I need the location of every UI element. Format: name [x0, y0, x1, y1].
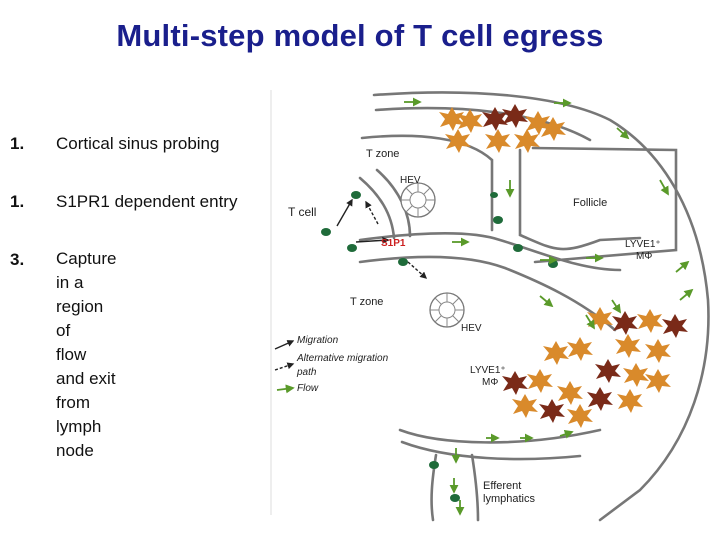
label-t-cell: T cell — [288, 205, 316, 219]
label-efferent: Efferent — [483, 480, 521, 492]
step-text: Capture in a region of flow and exit fro… — [56, 249, 117, 460]
step-number: 1. — [10, 192, 25, 211]
hev-circle-top — [400, 182, 436, 218]
hev-circle-bottom — [429, 292, 465, 328]
label-t-zone-top: T zone — [366, 148, 399, 160]
flow-arrows — [404, 97, 694, 516]
sinus-walls — [358, 91, 710, 522]
legend-flow: Flow — [297, 383, 319, 394]
label-lyve1-left: LYVE1⁺ — [470, 365, 506, 376]
label-mphi-right: MΦ — [636, 251, 652, 262]
label-mphi-left: MΦ — [482, 377, 498, 388]
step-text: S1PR1 dependent entry — [56, 192, 238, 211]
label-hev-top: HEV — [400, 175, 421, 186]
legend-alternative-1: Alternative migration — [296, 353, 389, 364]
legend-migration: Migration — [297, 335, 339, 346]
legend: Migration Alternative migration path Flo… — [274, 335, 389, 394]
macrophage-cluster-top — [439, 104, 566, 153]
legend-flow-arrow — [276, 384, 295, 394]
t-cells — [321, 191, 558, 502]
legend-alternative-2: path — [296, 367, 317, 378]
macrophage-cluster-bottom — [502, 307, 688, 428]
label-lymphatics: lymphatics — [483, 493, 535, 505]
page-title: Multi-step model of T cell egress — [116, 18, 604, 53]
label-follicle: Follicle — [573, 197, 607, 209]
step-number: 1. — [10, 134, 25, 153]
migration-arrows — [336, 198, 428, 279]
label-t-zone-bottom: T zone — [350, 296, 383, 308]
step-number: 3. — [10, 250, 25, 269]
label-hev-bottom: HEV — [461, 323, 482, 334]
label-s1p1: S1P1 — [381, 238, 406, 249]
legend-migration-arrow — [274, 340, 295, 350]
step-text: Cortical sinus probing — [56, 134, 220, 153]
label-lyve1-right: LYVE1⁺ — [625, 239, 661, 250]
legend-alternative-arrow — [274, 362, 295, 371]
